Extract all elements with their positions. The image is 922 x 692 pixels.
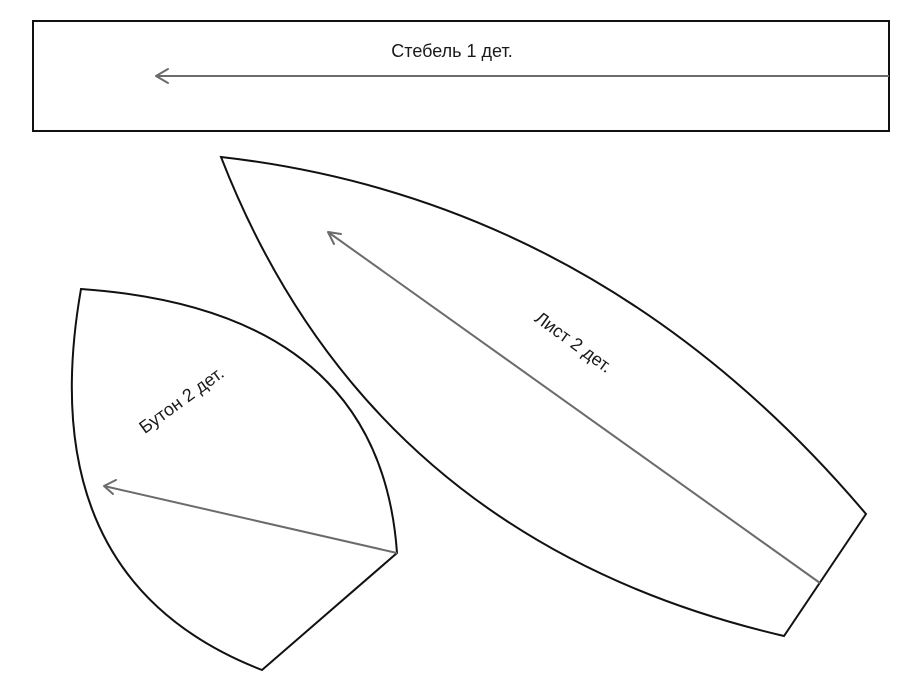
bud-outline [70,287,399,672]
stem-label: Стебель 1 дет. [391,41,512,61]
leaf-grainline-arrowhead-icon [327,231,342,245]
stem-piece: Стебель 1 дет. [32,20,890,132]
bud-grainline [103,485,398,554]
leaf-piece: Лист 2 дет. [219,155,868,638]
stem-grainline-arrowhead-icon [155,68,169,84]
leaf-outline [219,155,868,638]
bud-piece: Бутон 2 дет. [70,287,399,672]
bud-grainline-arrowhead-icon [103,479,117,495]
leaf-grainline [327,231,821,584]
